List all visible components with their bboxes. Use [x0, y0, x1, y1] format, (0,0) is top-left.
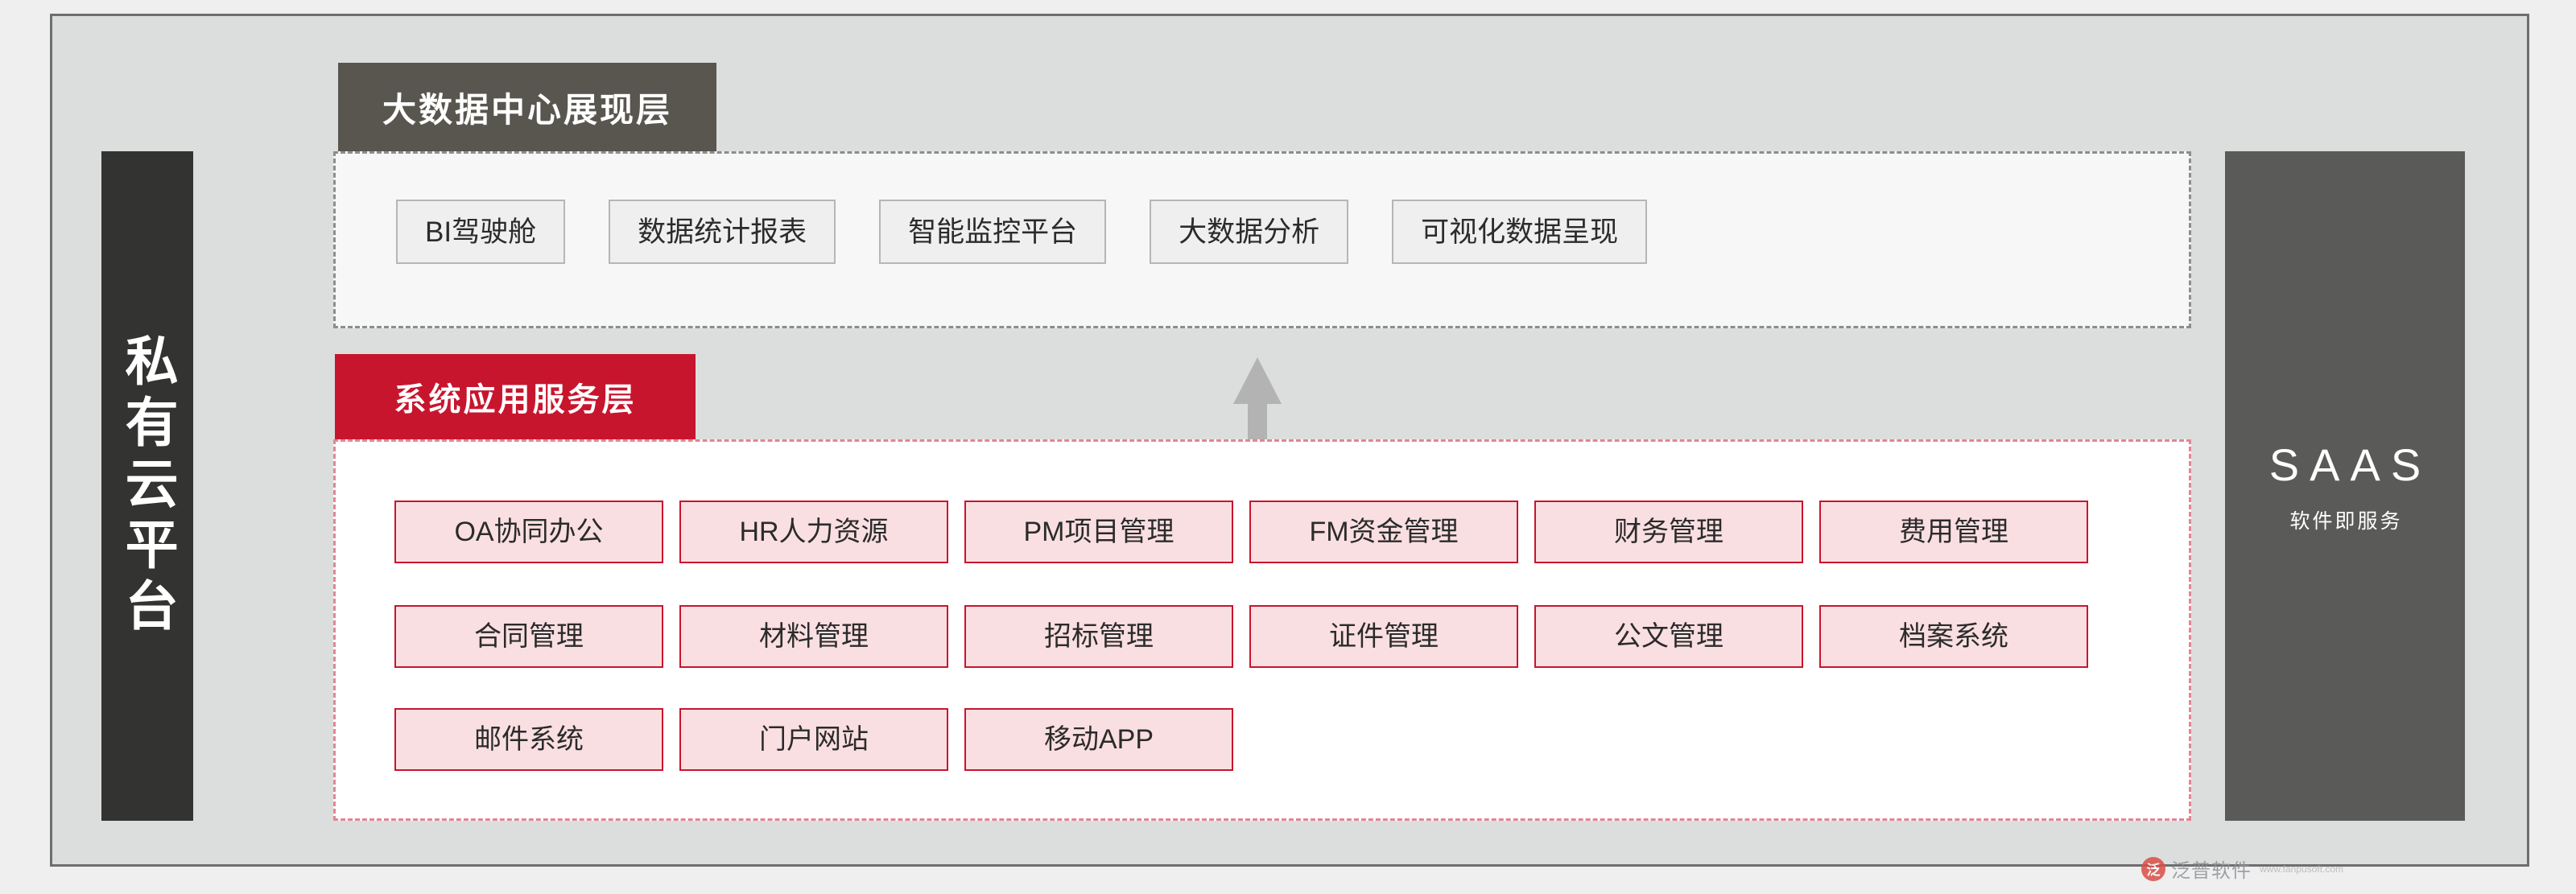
- app-item-oa[interactable]: OA协同办公: [394, 501, 663, 563]
- application-layer-header: 系统应用服务层: [335, 354, 696, 439]
- app-item-pm[interactable]: PM项目管理: [964, 501, 1233, 563]
- display-layer-header-label: 大数据中心展现层: [382, 90, 672, 129]
- app-item-material[interactable]: 材料管理: [679, 605, 948, 668]
- application-layer-header-label: 系统应用服务层: [394, 382, 637, 418]
- app-item-expense[interactable]: 费用管理: [1819, 501, 2088, 563]
- app-item-hr[interactable]: HR人力资源: [679, 501, 948, 563]
- saas-subtitle: 软件即服务: [2289, 509, 2403, 533]
- display-item-bi-cockpit[interactable]: BI驾驶舱: [396, 200, 566, 264]
- application-row-2: 合同管理 材料管理 招标管理 证件管理 公文管理 档案系统: [394, 605, 2104, 668]
- app-item-finance[interactable]: 财务管理: [1534, 501, 1803, 563]
- display-item-monitor-platform[interactable]: 智能监控平台: [879, 200, 1107, 264]
- app-item-archive[interactable]: 档案系统: [1819, 605, 2088, 668]
- display-layer-items: BI驾驶舱 数据统计报表 智能监控平台 大数据分析 可视化数据呈现: [396, 200, 1648, 264]
- saas-panel: SAAS 软件即服务: [2225, 151, 2465, 821]
- watermark: 泛 泛普软件 www.fanpusoft.com: [2141, 855, 2343, 883]
- display-layer-header: 大数据中心展现层: [338, 63, 716, 151]
- application-row-3: 邮件系统 门户网站 移动APP: [394, 708, 1249, 771]
- app-item-license[interactable]: 证件管理: [1249, 605, 1518, 668]
- application-row-1: OA协同办公 HR人力资源 PM项目管理 FM资金管理 财务管理 费用管理: [394, 501, 2104, 563]
- app-item-bidding[interactable]: 招标管理: [964, 605, 1233, 668]
- display-item-visualization[interactable]: 可视化数据呈现: [1392, 200, 1648, 264]
- app-item-mobile[interactable]: 移动APP: [964, 708, 1233, 771]
- up-arrow-icon: [1233, 357, 1282, 447]
- watermark-text: 泛普软件: [2171, 860, 2252, 882]
- app-item-contract[interactable]: 合同管理: [394, 605, 663, 668]
- app-item-fm[interactable]: FM资金管理: [1249, 501, 1518, 563]
- display-item-stat-report[interactable]: 数据统计报表: [609, 200, 836, 264]
- private-cloud-label: 私有云平台: [118, 333, 178, 639]
- private-cloud-panel: 私有云平台: [101, 151, 193, 821]
- app-item-document[interactable]: 公文管理: [1534, 605, 1803, 668]
- display-item-bigdata-analysis[interactable]: 大数据分析: [1150, 200, 1349, 264]
- watermark-subtext: www.fanpusoft.com: [2260, 863, 2344, 875]
- saas-title: SAAS: [2268, 439, 2432, 490]
- watermark-logo-icon: 泛: [2141, 856, 2165, 881]
- app-item-mail[interactable]: 邮件系统: [394, 708, 663, 771]
- app-item-portal[interactable]: 门户网站: [679, 708, 948, 771]
